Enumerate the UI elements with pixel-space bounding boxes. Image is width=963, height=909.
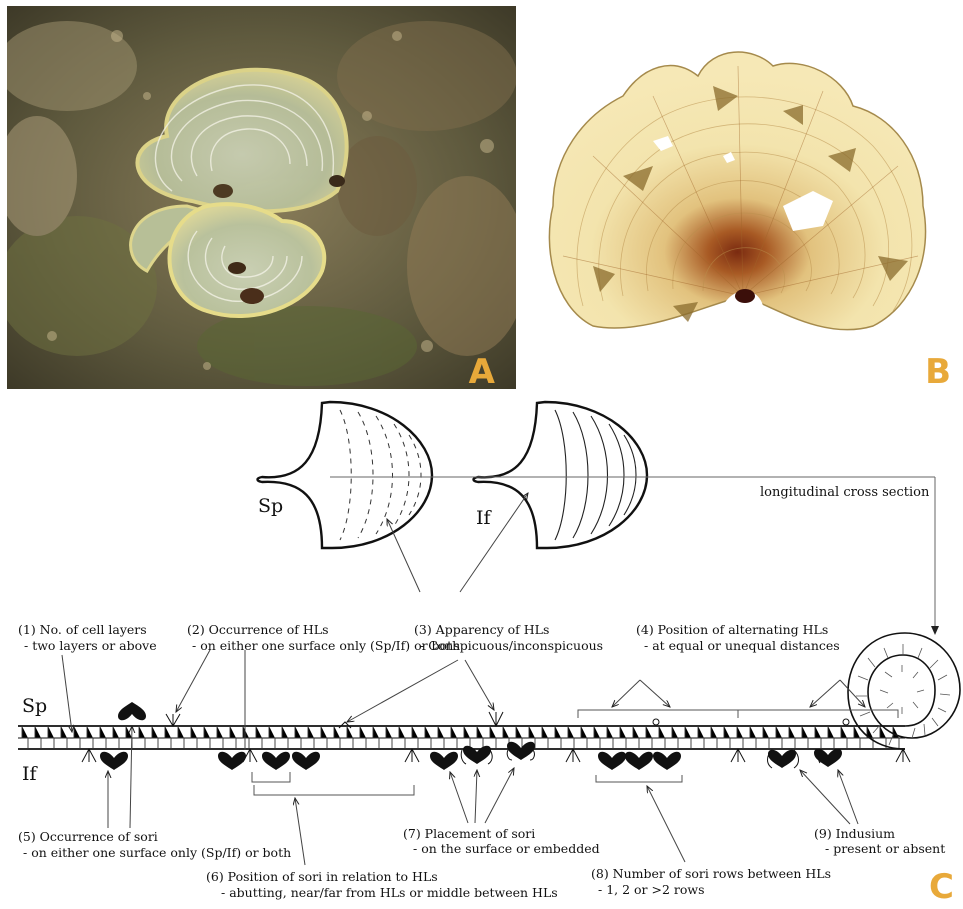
- cell-wall: [412, 726, 418, 738]
- cell-wall: [386, 726, 392, 738]
- cell-wall: [633, 726, 639, 738]
- cell-wall: [256, 726, 262, 738]
- cell-wall: [230, 726, 236, 738]
- cell-wall: [568, 726, 574, 738]
- cross-section-label: longitudinal cross section: [760, 485, 930, 500]
- cell-wall: [295, 726, 301, 738]
- character-3-detail: - Conspicuous/inconspicuous: [420, 638, 603, 653]
- cell-wall: [646, 726, 652, 738]
- cell-wall: [308, 726, 314, 738]
- underwater-photo-image: A: [7, 6, 516, 389]
- cell-wall: [776, 726, 782, 738]
- cell-wall: [113, 726, 119, 738]
- cell-wall: [61, 726, 67, 738]
- herbarium-specimen-image: B: [523, 6, 963, 389]
- cell-wall: [165, 726, 171, 738]
- surface-if-label: If: [22, 763, 39, 785]
- character-1-title: (1) No. of cell layers: [18, 622, 147, 637]
- cell-wall: [126, 726, 132, 738]
- fan-if-schematic: If: [474, 402, 648, 548]
- cell-wall: [503, 726, 509, 738]
- cell-wall: [490, 726, 496, 738]
- character-1-detail: - two layers or above: [24, 638, 157, 653]
- cell-wall: [750, 726, 756, 738]
- cell-wall: [360, 726, 366, 738]
- character-7-detail: - on the surface or embedded: [413, 841, 600, 856]
- panel-a-photo: A: [7, 6, 516, 389]
- cell-wall: [711, 726, 717, 738]
- cell-wall: [737, 726, 743, 738]
- cell-wall: [555, 726, 561, 738]
- cell-wall: [724, 726, 730, 738]
- character-2-title: (2) Occurrence of HLs: [187, 622, 329, 637]
- cell-wall: [529, 726, 535, 738]
- cell-wall: [48, 726, 54, 738]
- cell-wall: [217, 726, 223, 738]
- character-4-title: (4) Position of alternating HLs: [636, 622, 828, 637]
- cell-wall: [178, 726, 184, 738]
- cell-wall: [425, 726, 431, 738]
- character-5-title: (5) Occurrence of sori: [18, 829, 158, 844]
- cell-wall: [35, 726, 41, 738]
- character-8-title: (8) Number of sori rows between HLs: [591, 866, 831, 881]
- fan-sp-label: Sp: [258, 495, 283, 517]
- panel-b-specimen: B: [523, 6, 963, 389]
- character-9-title: (9) Indusium: [814, 826, 895, 841]
- character-7-title: (7) Placement of sori: [403, 826, 535, 841]
- panel-c-diagram: Sp If longitudinal cross section: [0, 395, 963, 905]
- cell-wall: [828, 726, 834, 738]
- cell-wall: [139, 726, 145, 738]
- cell-wall: [789, 726, 795, 738]
- cell-wall: [672, 726, 678, 738]
- cell-wall: [477, 726, 483, 738]
- cell-wall: [542, 726, 548, 738]
- character-9-detail: - present or absent: [825, 841, 945, 856]
- character-3-title: (3) Apparency of HLs: [414, 622, 549, 637]
- panel-b-letter: B: [925, 352, 951, 389]
- fan-if-label: If: [476, 507, 493, 529]
- cell-wall: [607, 726, 613, 738]
- panel-a-letter: A: [469, 352, 496, 389]
- panel-c-letter: C: [929, 867, 954, 905]
- cell-wall: [464, 726, 470, 738]
- cell-wall: [516, 726, 522, 738]
- cell-wall: [399, 726, 405, 738]
- cell-wall: [74, 726, 80, 738]
- cell-wall: [659, 726, 665, 738]
- character-4-detail: - at equal or unequal distances: [644, 638, 840, 653]
- cell-wall: [815, 726, 821, 738]
- cell-wall: [594, 726, 600, 738]
- cell-wall: [191, 726, 197, 738]
- cell-wall: [100, 726, 106, 738]
- cell-wall: [451, 726, 457, 738]
- cell-wall: [763, 726, 769, 738]
- cell-wall: [87, 726, 93, 738]
- cell-wall: [620, 726, 626, 738]
- cell-wall: [373, 726, 379, 738]
- cell-wall: [841, 726, 847, 738]
- character-8-detail: - 1, 2 or >2 rows: [598, 882, 705, 897]
- surface-sp-label: Sp: [22, 695, 47, 717]
- cell-wall: [204, 726, 210, 738]
- character-5-detail: - on either one surface only (Sp/If) or …: [23, 845, 291, 860]
- cell-wall: [347, 726, 353, 738]
- character-6-title: (6) Position of sori in relation to HLs: [206, 869, 438, 884]
- cell-wall: [321, 726, 327, 738]
- cell-wall: [152, 726, 158, 738]
- cell-wall: [685, 726, 691, 738]
- cell-wall: [438, 726, 444, 738]
- cell-wall: [269, 726, 275, 738]
- fan-sp-schematic: Sp: [258, 402, 433, 548]
- character-6-detail: - abutting, near/far from HLs or middle …: [221, 885, 558, 900]
- cell-wall: [243, 726, 249, 738]
- cell-wall: [581, 726, 587, 738]
- cell-wall: [802, 726, 808, 738]
- cell-wall: [22, 726, 28, 738]
- cell-wall: [282, 726, 288, 738]
- characters-schematic: Sp If longitudinal cross section: [0, 395, 963, 905]
- cell-wall: [698, 726, 704, 738]
